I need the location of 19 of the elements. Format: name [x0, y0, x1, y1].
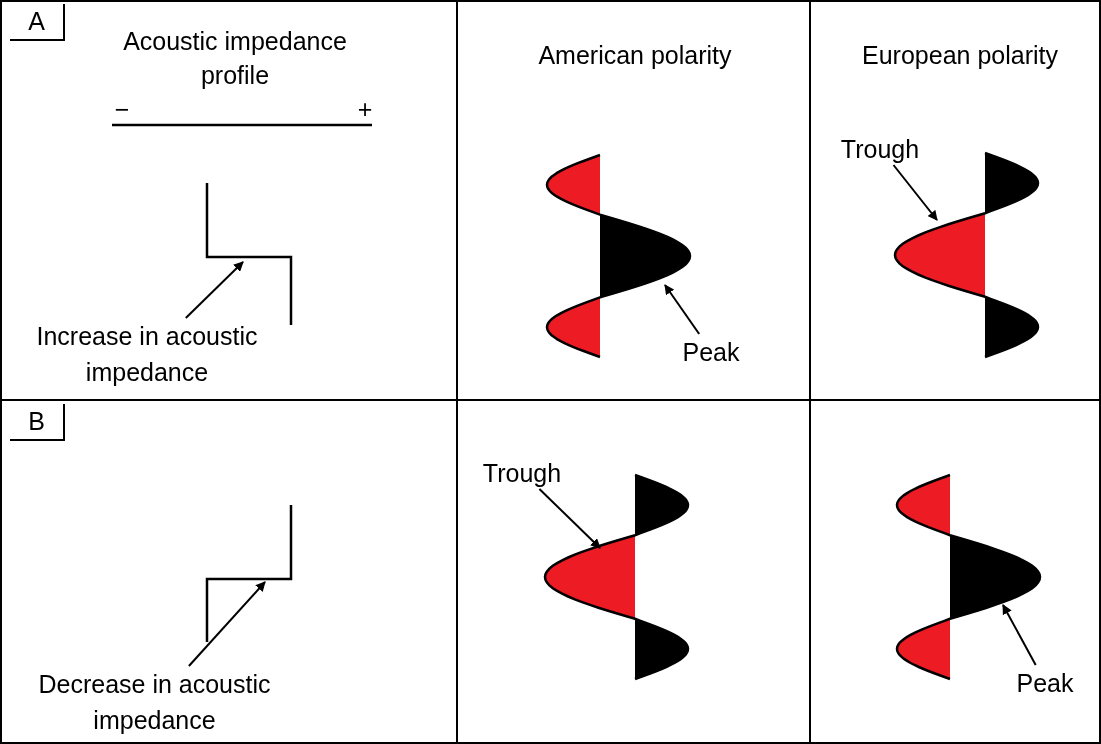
leader-arrow	[538, 488, 601, 549]
callout-label: Trough	[481, 458, 563, 489]
leader-arrow	[664, 284, 701, 335]
panel-letter: B	[10, 404, 65, 441]
leader-arrow	[187, 581, 266, 667]
panel-letter: A	[10, 4, 65, 41]
callout-label: Peak	[681, 337, 741, 368]
panel-heading: Acoustic impedance profile	[122, 26, 348, 91]
leader-arrow	[892, 164, 938, 221]
callout-label: Increase in acoustic impedance	[35, 321, 259, 388]
callout-label: Trough	[839, 134, 921, 165]
leader-arrow	[1002, 604, 1037, 666]
column-heading: American polarity	[537, 40, 733, 71]
plus-sign: +	[356, 94, 374, 125]
callout-label: Decrease in acoustic impedance	[37, 669, 272, 736]
callout-label: Peak	[1015, 668, 1075, 699]
leader-arrow	[184, 261, 244, 319]
column-heading: European polarity	[861, 40, 1059, 71]
minus-sign: −	[113, 94, 131, 125]
